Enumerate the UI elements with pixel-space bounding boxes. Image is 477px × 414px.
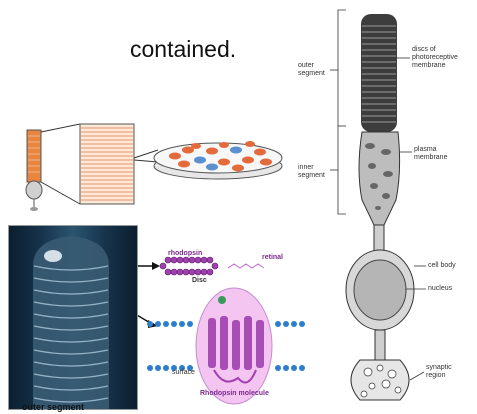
disc-label: Disc bbox=[192, 277, 207, 285]
nucleus-label: nucleus bbox=[428, 285, 452, 293]
rhodopsin-label: rhodopsin bbox=[168, 250, 202, 258]
retinal-label: retinal bbox=[262, 254, 283, 262]
synaptic-region-label: synaptic region bbox=[426, 364, 452, 380]
surface-label: surface bbox=[172, 369, 195, 377]
discs-label: discs of photoreceptive membrane bbox=[412, 46, 458, 70]
outer-segment-photo-art bbox=[9, 226, 137, 409]
cell-body-label: cell body bbox=[428, 262, 456, 270]
outer-segment-photo bbox=[8, 225, 138, 410]
photo-caption: outer segment bbox=[22, 402, 84, 412]
inner-segment-label: inner segment bbox=[298, 164, 325, 180]
plasma-membrane-label: plasma membrane bbox=[414, 146, 447, 162]
rhodopsin-molecule-label: Rhodopsin molecule bbox=[200, 390, 269, 398]
outer-segment-label: outer segment bbox=[298, 62, 325, 78]
